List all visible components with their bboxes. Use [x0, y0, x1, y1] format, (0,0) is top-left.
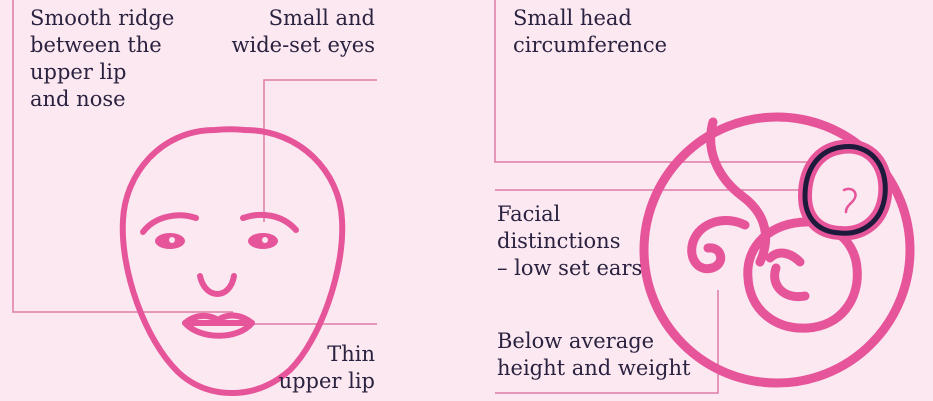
leader-line-eyes — [264, 80, 377, 222]
right-eyebrow — [243, 215, 296, 230]
lower-lip — [185, 323, 252, 336]
label-small-eyes: Small and wide-set eyes — [232, 5, 375, 59]
label-facial-distinctions: Facial distinctions – low set ears — [497, 201, 642, 282]
label-smooth-ridge: Smooth ridge between the upper lip and n… — [30, 5, 174, 113]
fetus-head — [805, 147, 885, 234]
fetus-arm — [770, 253, 800, 262]
fetus-legs — [692, 220, 745, 268]
mouth-curve — [200, 276, 234, 294]
label-small-head: Small head circumference — [513, 5, 667, 59]
fetus-inner-curve — [775, 268, 805, 297]
left-eyebrow — [143, 215, 196, 232]
label-thin-lip: Thin upper lip — [279, 341, 375, 395]
label-below-average: Below average height and weight — [497, 328, 690, 382]
